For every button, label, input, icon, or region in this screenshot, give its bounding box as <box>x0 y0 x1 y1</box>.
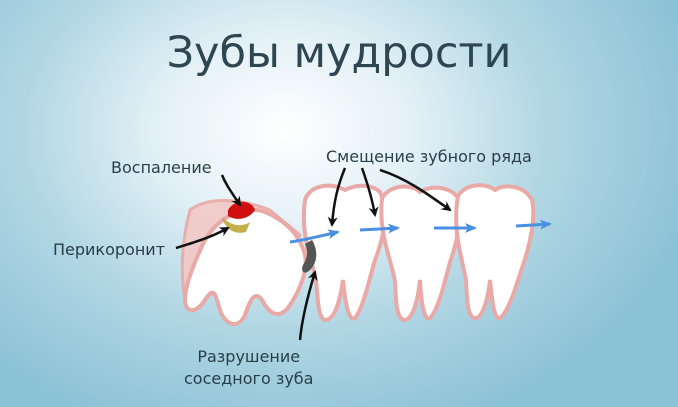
wisdom-tooth <box>182 207 308 326</box>
label-shift: Смещение зубного ряда <box>326 147 532 166</box>
label-inflammation: Воспаление <box>111 158 212 177</box>
blue-arrow-4 <box>515 219 552 230</box>
arrow-shift-1 <box>327 167 347 227</box>
arrow-shift-2 <box>360 167 379 217</box>
label-destruction-line1: Разрушение <box>197 347 301 366</box>
destruction-mark <box>302 240 317 273</box>
page-title: Зубы мудрости <box>166 28 512 78</box>
molar-tooth-2 <box>379 184 462 323</box>
arrow-inflammation <box>220 174 242 207</box>
pericoronitis-area <box>222 218 250 233</box>
blue-arrow-2 <box>359 223 400 234</box>
blue-arrow-1 <box>289 229 340 244</box>
label-destruction-line2: соседного зуба <box>184 369 314 388</box>
label-pericoronitis: Перикоронит <box>53 240 166 259</box>
molar-tooth-3 <box>454 183 536 320</box>
molar-tooth-1 <box>301 183 387 323</box>
label-destruction: Разрушение соседного зуба <box>184 346 313 390</box>
arrow-pericoronitis <box>175 226 230 250</box>
arrow-destruction <box>298 270 318 341</box>
arrow-shift-3 <box>379 168 452 212</box>
